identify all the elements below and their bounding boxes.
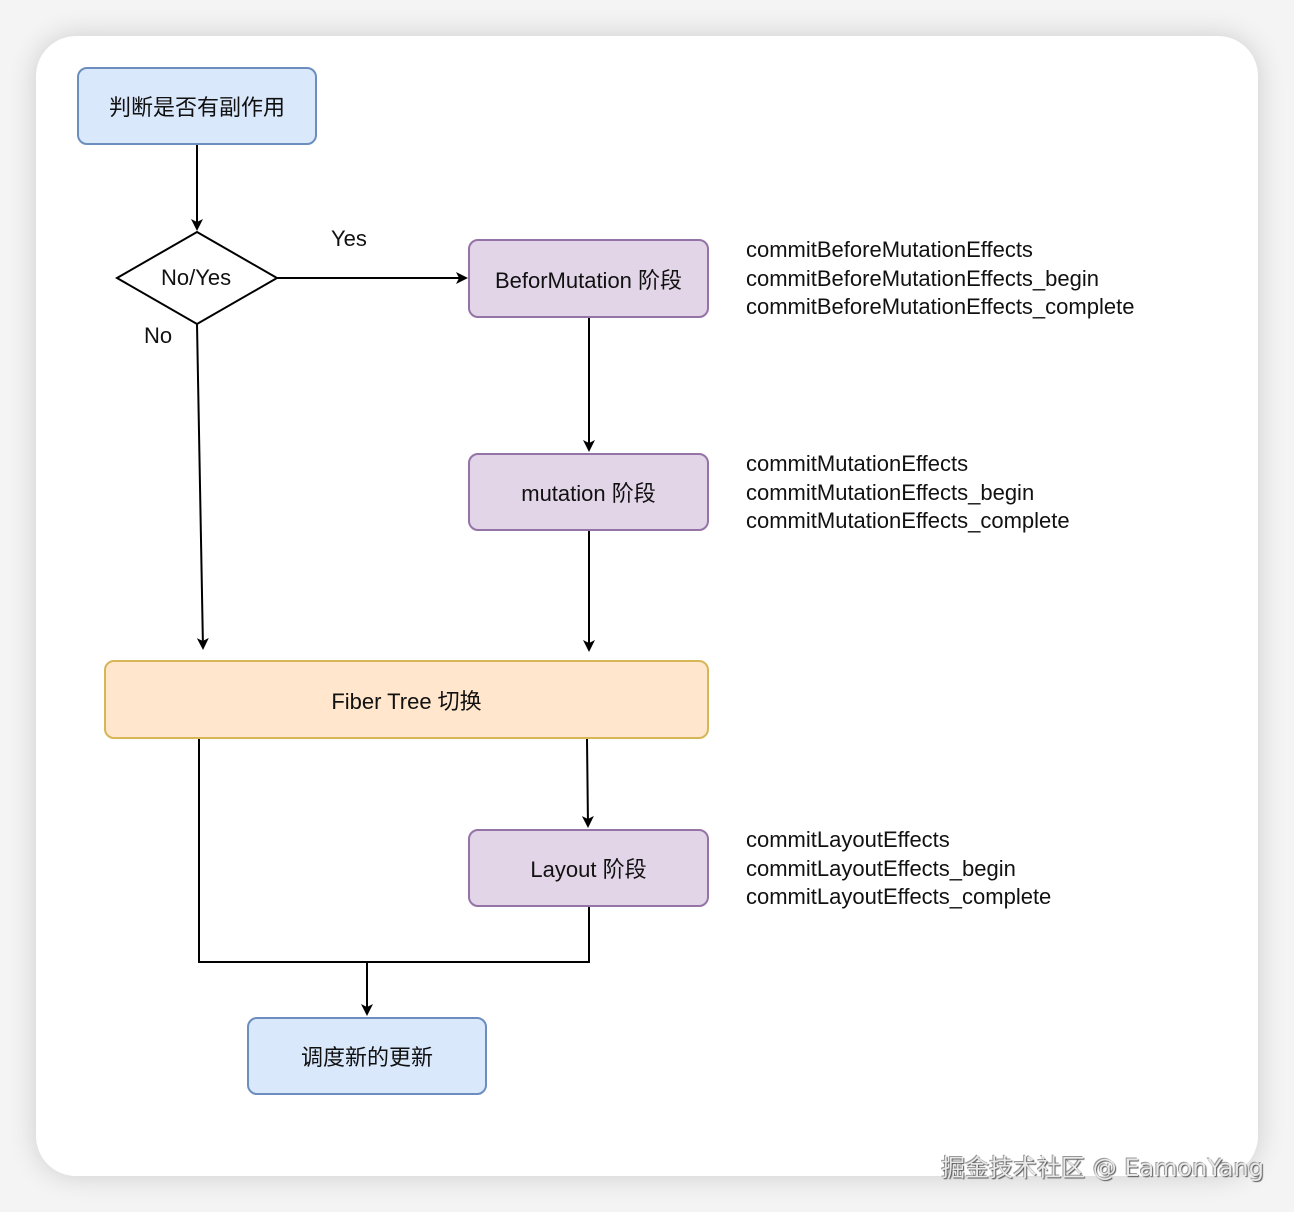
- annotation-item: commitMutationEffects_begin: [746, 479, 1035, 505]
- annotation-item: commitMutationEffects: [746, 451, 969, 476]
- node-fiber-tree-switch-label: Fiber Tree 切换: [331, 688, 482, 714]
- node-schedule-update[interactable]: 调度新的更新: [247, 1017, 487, 1095]
- annotation-item: commitBeforeMutationEffects: [746, 237, 1033, 262]
- annotation-item: commitBeforeMutationEffects_begin: [746, 265, 1099, 291]
- node-before-mutation[interactable]: BeforMutation 阶段: [468, 239, 709, 318]
- annotation-layout: commitLayoutEffects commitLayoutEffects_…: [746, 826, 1051, 912]
- annotation-item: commitMutationEffects_complete: [746, 508, 1070, 533]
- annotation-before-mutation: commitBeforeMutationEffects commitBefore…: [746, 236, 1134, 322]
- node-fiber-tree-switch[interactable]: Fiber Tree 切换: [104, 660, 709, 739]
- node-layout[interactable]: Layout 阶段: [468, 829, 709, 907]
- annotation-mutation: commitMutationEffects commitMutationEffe…: [746, 450, 1070, 536]
- decision-label: No/Yes: [161, 265, 232, 290]
- node-mutation-label: mutation 阶段: [521, 481, 656, 506]
- node-mutation[interactable]: mutation 阶段: [468, 453, 709, 531]
- annotation-item: commitLayoutEffects_complete: [746, 884, 1052, 909]
- annotation-item: commitBeforeMutationEffects_complete: [746, 294, 1135, 319]
- diagram-canvas: [36, 36, 1258, 1176]
- annotation-item: commitLayoutEffects: [746, 827, 950, 852]
- watermark: 掘金技术社区 @ EamonYang: [941, 1154, 1264, 1182]
- node-before-mutation-label: BeforMutation 阶段: [494, 267, 683, 293]
- node-check-side-effect-label: 判断是否有副作用: [108, 95, 285, 120]
- node-schedule-update-label: 调度新的更新: [300, 1045, 433, 1070]
- node-layout-label: Layout 阶段: [530, 857, 647, 882]
- edge-label-yes: Yes: [331, 226, 367, 251]
- edge-label-no: No: [144, 323, 173, 348]
- annotation-item: commitLayoutEffects_begin: [746, 855, 1016, 881]
- node-check-side-effect[interactable]: 判断是否有副作用: [77, 67, 317, 145]
